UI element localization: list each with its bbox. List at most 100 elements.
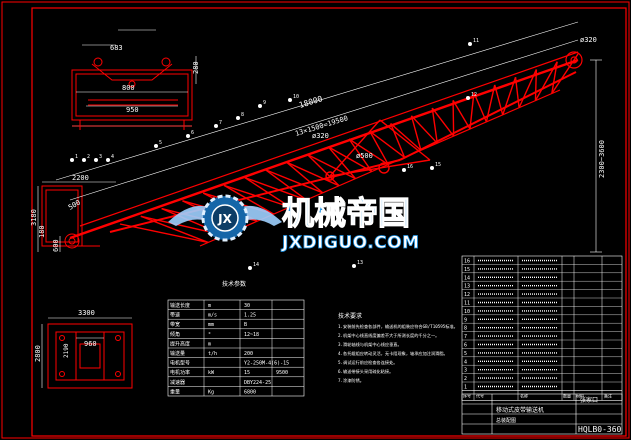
- param-name: 提升高度: [170, 340, 190, 347]
- balloon-dot: [288, 98, 292, 102]
- part-balloon: 3: [94, 154, 102, 162]
- param-unit: t/h: [208, 351, 217, 357]
- bom-row-number: 13: [464, 284, 470, 290]
- dim-left-b: 180: [38, 225, 46, 238]
- part-balloon: 9: [258, 100, 266, 108]
- part-balloon: 10: [288, 94, 299, 102]
- watermark-emblem-text: JX: [217, 212, 232, 226]
- notes-title: 技术要求: [338, 312, 362, 320]
- param-value: Y2-250M-4(6)-15: [244, 361, 289, 367]
- balloon-number: 14: [253, 262, 259, 268]
- balloon-dot: [468, 42, 472, 46]
- note-line: 4.各托辊组应转动灵活，无卡阻现象，轴承应加注润滑脂。: [338, 350, 448, 357]
- inner-frame: [31, 7, 627, 437]
- note-line: 2.机架中心线直线度偏差不大于所测长度的千分之一。: [338, 332, 439, 339]
- truss-webs: [119, 53, 579, 244]
- dim-left-base-width: 2200: [72, 174, 89, 182]
- balloon-dot: [248, 266, 252, 270]
- bom-row-number: 4: [464, 359, 467, 365]
- balloon-number: 12: [471, 92, 477, 98]
- balloon-number: 3: [99, 154, 102, 160]
- param-unit: m/s: [208, 313, 217, 319]
- dim-top-outer: 950: [126, 106, 139, 114]
- param-value: B: [244, 322, 247, 328]
- param-name: 输送长度: [170, 302, 190, 309]
- balloon-number: 7: [219, 120, 222, 126]
- title-block: [461, 393, 623, 435]
- balloon-dot: [352, 264, 356, 268]
- balloon-dot: [236, 116, 240, 120]
- title-block-title: 移动式皮带输送机: [496, 406, 544, 414]
- bom-row-number: 11: [464, 301, 470, 307]
- watermark-chinese: 机械帝国: [282, 194, 410, 232]
- bom-row-number: 6: [464, 343, 467, 349]
- param-name: 带速: [170, 313, 180, 319]
- balloon-number: 1: [75, 154, 78, 160]
- bom-row-number: 2: [464, 376, 467, 382]
- balloon-dot: [214, 124, 218, 128]
- param-unit: m: [208, 341, 211, 347]
- balloon-number: 10: [293, 94, 299, 100]
- head-pulley: [565, 51, 583, 69]
- param-value: 200: [244, 351, 253, 357]
- balloon-number: 6: [191, 130, 194, 136]
- balloon-number: 13: [357, 260, 363, 266]
- technical-notes: 1.安装前先检查各部件，输送机的组装应符合GB/T10595标准。 2.机架中心线…: [338, 323, 458, 384]
- param-unit: Kg: [208, 389, 214, 395]
- title-block-company: 张家口: [580, 396, 598, 404]
- param-value: DBY224-25: [244, 380, 271, 386]
- dim-left-a: 500: [67, 198, 82, 211]
- part-balloon: 4: [106, 154, 114, 162]
- balloon-dot: [106, 158, 110, 162]
- main-dim-lines: [37, 21, 602, 253]
- balloon-dot: [70, 158, 74, 162]
- part-balloon: 11: [468, 38, 479, 46]
- note-line: 3.滑轮轴线与机架中心线应垂直。: [338, 341, 402, 348]
- dim-right-height: 2300~3600: [598, 140, 606, 178]
- param-extra-value: 9500: [276, 370, 288, 376]
- bom-row-number: 16: [464, 259, 470, 265]
- dim-side-bottom-inner2: 2190: [63, 343, 70, 358]
- bom-header-cell: 备注: [604, 392, 612, 398]
- bom-header-cell: 名称: [520, 392, 528, 398]
- balloon-dot: [402, 168, 406, 172]
- bottom-view-dims: [41, 317, 132, 388]
- bom-row-number: 15: [464, 267, 470, 273]
- watermark-domain: JXDIGUO.COM: [281, 233, 420, 253]
- part-balloon: 1: [70, 154, 78, 162]
- balloon-number: 4: [111, 154, 114, 160]
- balloon-dot: [154, 144, 158, 148]
- param-value: 30: [244, 303, 250, 309]
- dim-top-inner: 800: [122, 84, 135, 92]
- title-block-subtitle: 总装配图: [496, 417, 516, 424]
- param-unit: °: [208, 332, 211, 338]
- dim-left-c: 600: [52, 239, 60, 252]
- param-name: 减速器: [170, 379, 185, 386]
- param-unit: mm: [208, 322, 214, 328]
- note-line: 5.调试运行前应检查各连接处。: [338, 359, 397, 366]
- balloon-dot: [466, 96, 470, 100]
- dim-left-d: 3180: [30, 209, 38, 226]
- drawing-number: HQLB0-360: [578, 425, 622, 434]
- part-balloon: 15: [430, 162, 441, 170]
- dim-side-bottom-height: 2800: [34, 345, 42, 362]
- param-value: 1.25: [244, 313, 256, 319]
- balloon-dot: [186, 134, 190, 138]
- bom-row-number: 14: [464, 275, 470, 281]
- balloon-dot: [430, 166, 434, 170]
- watermark-logo: JX: [168, 194, 282, 242]
- bom-header-cell: 材料: [576, 392, 584, 398]
- bom-header-cell: 代号: [476, 392, 484, 398]
- dim-side-bottom-inner: 960: [84, 340, 97, 348]
- note-line: 1.安装前先检查各部件，输送机的组装应符合GB/T10595标准。: [338, 323, 458, 330]
- part-balloon: 2: [82, 154, 90, 162]
- balloon-dot: [94, 158, 98, 162]
- bom-row-number: 5: [464, 351, 467, 357]
- param-value: 15: [244, 370, 250, 376]
- balloon-number: 15: [435, 162, 441, 168]
- part-balloon: 12: [466, 92, 477, 100]
- balloon-number: 2: [87, 154, 90, 160]
